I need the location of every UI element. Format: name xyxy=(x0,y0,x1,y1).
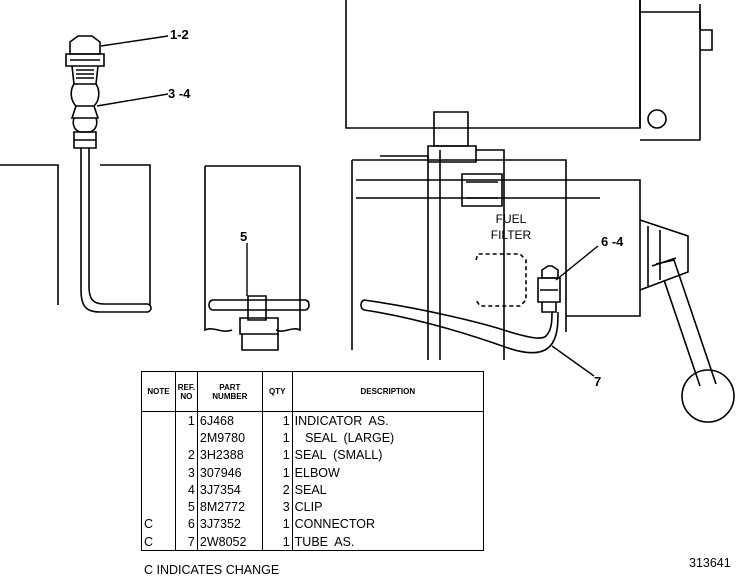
cell-note xyxy=(141,481,176,499)
cell-part-number: 2W8052 xyxy=(196,533,263,552)
cell-ref: 4 xyxy=(174,481,198,499)
header-ref-line1: REF. xyxy=(177,382,196,392)
header-qty: QTY xyxy=(261,371,293,412)
cell-description: CLIP xyxy=(291,498,485,516)
cell-note xyxy=(141,411,176,430)
cell-description: INDICATOR AS. xyxy=(291,411,485,430)
table-row: 3 307946 1 ELBOW xyxy=(141,463,485,482)
header-ref-line2: NO xyxy=(180,391,193,401)
cell-qty: 3 xyxy=(261,498,293,516)
table-row: C 7 2W8052 1 TUBE AS. xyxy=(141,533,485,552)
table-row: 1 6J468 1 INDICATOR AS. xyxy=(141,411,485,430)
cell-ref: 7 xyxy=(174,533,198,552)
header-part-line1: PART xyxy=(219,382,241,392)
indicator-detail xyxy=(0,35,152,313)
header-description: DESCRIPTION xyxy=(291,371,485,412)
cell-description: CONNECTOR xyxy=(291,515,485,534)
header-note: NOTE xyxy=(141,371,176,412)
cell-note xyxy=(141,498,176,516)
table-row: C 6 3J7352 1 CONNECTOR xyxy=(141,515,485,534)
cell-ref: 5 xyxy=(174,498,198,516)
table-row: 4 3J7354 2 SEAL xyxy=(141,481,485,499)
cell-ref: 3 xyxy=(174,463,198,482)
cell-part-number: 3J7354 xyxy=(196,481,263,499)
cell-part-number: 307946 xyxy=(196,463,263,482)
cell-ref: 2 xyxy=(174,446,198,464)
callout-1-2: 1-2 xyxy=(170,27,189,42)
cell-qty: 2 xyxy=(261,481,293,499)
callout-3-4: 3 -4 xyxy=(168,86,191,101)
cell-description: SEAL xyxy=(291,481,485,499)
header-part-number: PART NUMBER xyxy=(196,371,263,412)
callout-6-4: 6 -4 xyxy=(601,234,624,249)
cell-qty: 1 xyxy=(261,533,293,552)
cell-ref xyxy=(174,429,198,447)
cell-description: TUBE AS. xyxy=(291,533,485,552)
cell-note xyxy=(141,463,176,482)
cell-description: ELBOW xyxy=(291,463,485,482)
cell-part-number: 8M2772 xyxy=(196,498,263,516)
cell-part-number: 3J7352 xyxy=(196,515,263,534)
cell-part-number: 3H2388 xyxy=(196,446,263,464)
cell-part-number: 6J468 xyxy=(196,411,263,430)
header-part-line2: NUMBER xyxy=(212,391,248,401)
fuel-filter-label: FUEL FILTER xyxy=(484,211,538,243)
fuel-filter-detail xyxy=(345,0,735,423)
cell-note xyxy=(141,446,176,464)
table-header-row: NOTE REF. NO PART NUMBER QTY DESCRIPTION xyxy=(141,371,485,412)
cell-qty: 1 xyxy=(261,429,293,447)
change-footnote: C INDICATES CHANGE xyxy=(144,563,280,577)
cell-qty: 1 xyxy=(261,411,293,430)
cell-qty: 1 xyxy=(261,446,293,464)
table-row: 2M9780 1 SEAL (LARGE) xyxy=(141,429,485,447)
cell-ref: 1 xyxy=(174,411,198,430)
fuel-filter-label-line1: FUEL xyxy=(495,212,527,226)
cell-description: SEAL (SMALL) xyxy=(291,446,485,464)
table-row: 2 3H2388 1 SEAL (SMALL) xyxy=(141,446,485,464)
cell-note xyxy=(141,429,176,447)
cell-note: C xyxy=(141,533,176,552)
header-ref-no: REF. NO xyxy=(174,371,198,412)
cell-description: SEAL (LARGE) xyxy=(291,429,485,447)
cell-qty: 1 xyxy=(261,515,293,534)
leader-lines xyxy=(96,35,599,377)
parts-table: NOTE REF. NO PART NUMBER QTY DESCRIPTION… xyxy=(141,371,485,552)
cell-note: C xyxy=(141,515,176,534)
callout-5: 5 xyxy=(240,229,248,244)
clip-detail xyxy=(204,165,310,351)
cell-ref: 6 xyxy=(174,515,198,534)
table-row: 5 8M2772 3 CLIP xyxy=(141,498,485,516)
cell-part-number: 2M9780 xyxy=(196,429,263,447)
cell-qty: 1 xyxy=(261,463,293,482)
fuel-filter-label-line2: FILTER xyxy=(490,228,532,242)
figure-number: 313641 xyxy=(689,556,731,570)
callout-7: 7 xyxy=(594,374,602,389)
